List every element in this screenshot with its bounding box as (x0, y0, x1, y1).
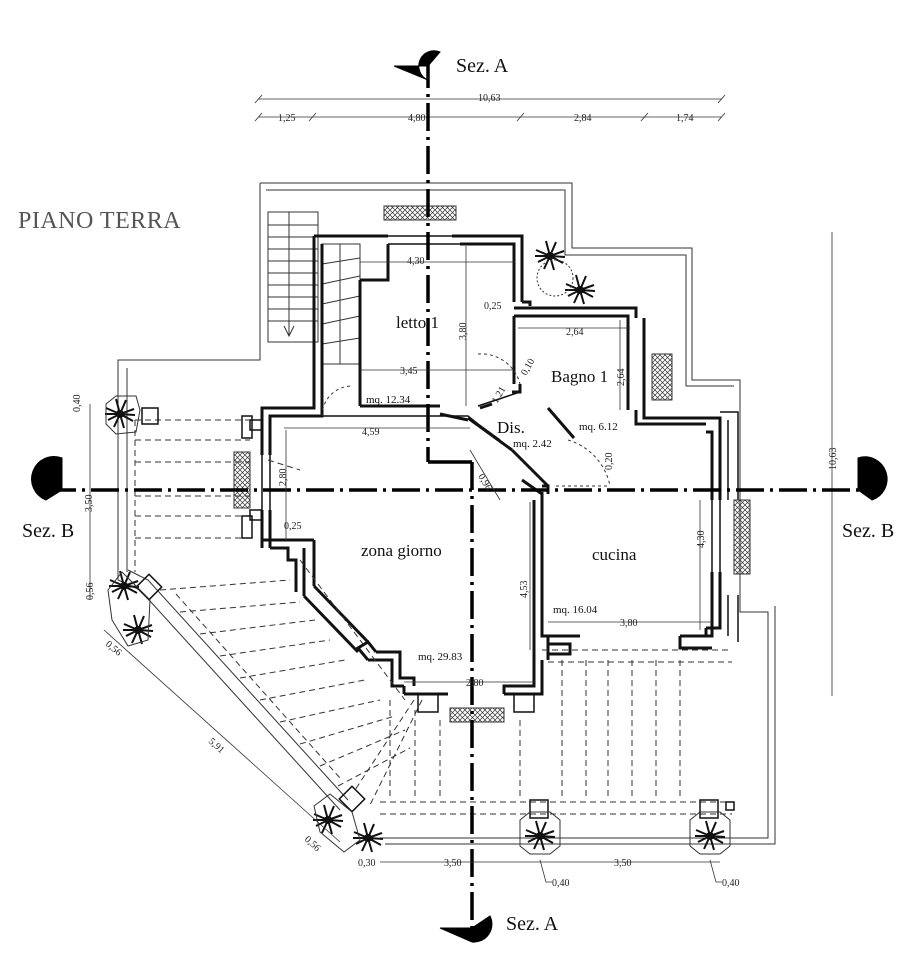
room-letto-area: mq. 12.34 (366, 394, 411, 406)
dim-zona-depth: 4,53 (519, 581, 530, 599)
door-swings (321, 353, 611, 487)
section-b-right-label: Sez. B (842, 520, 894, 542)
plant-icon (564, 274, 596, 305)
dim-wall-025-left: 0,25 (284, 521, 302, 532)
dim-bottom-350-a: 3,50 (444, 858, 462, 869)
dim-bottom-040-a: 0,40 (552, 878, 570, 889)
room-labels: letto 1 mq. 12.34 Bagno 1 mq. 6.12 Dis. … (361, 313, 637, 663)
plant-icon (104, 398, 136, 429)
dim-bottom-350-b: 3,50 (614, 858, 632, 869)
dim-diag-056-b: 0,56 (302, 834, 322, 854)
room-cucina-name: cucina (592, 545, 637, 564)
room-bagno-area: mq. 6.12 (579, 421, 618, 433)
section-axes (31, 50, 888, 943)
section-a-bottom-label: Sez. A (506, 913, 559, 935)
dim-left-056: 0,56 (85, 583, 96, 601)
dim-overall-top: 10,63 (478, 93, 501, 104)
pergola (134, 419, 732, 815)
dim-dis-020: 0,20 (604, 453, 615, 471)
dim-zona-bottom: 2,80 (466, 678, 484, 689)
dim-bottom-030: 0,30 (358, 858, 376, 869)
terrace-outline (117, 182, 776, 845)
plant-icon (108, 570, 140, 601)
plan-title: PIANO TERRA (18, 208, 181, 234)
room-zona-giorno-area: mq. 29.83 (418, 651, 463, 663)
room-letto-name: letto 1 (396, 313, 439, 332)
dim-top-seg-2: 4,80 (408, 113, 426, 124)
dim-bagno-010: 0,10 (519, 357, 537, 378)
room-dis-area: mq. 2.42 (513, 438, 552, 450)
dim-left-350: 3,50 (84, 495, 95, 513)
interior-dimension-lines (89, 246, 720, 863)
dim-cucina-width: 3,80 (620, 618, 638, 629)
dim-bagno-width: 2,64 (566, 327, 584, 338)
plant-icon (352, 822, 384, 853)
window-south (449, 707, 505, 723)
dimension-labels: 4,30 3,80 3,45 0,25 2,64 2,64 0,10 1,21 … (72, 256, 740, 889)
dim-cucina-depth: 4,30 (696, 531, 707, 549)
window-bagno (651, 353, 673, 401)
dim-corridor: 4,59 (362, 427, 380, 438)
dim-top-seg-4: 1,74 (676, 113, 694, 124)
dim-wall-280-left: 2,80 (278, 469, 289, 487)
right-dimension-line: 10,63 (828, 232, 839, 696)
dim-wall-025-top: 0,25 (484, 301, 502, 312)
window-west (233, 451, 251, 509)
dim-diag-056-a: 0,56 (103, 639, 123, 659)
top-dimension-chain: 10,63 1,25 4,80 2,84 1,74 (254, 93, 726, 124)
dim-top-seg-1: 1,25 (278, 113, 296, 124)
dim-top-seg-3: 2,84 (574, 113, 592, 124)
plant-icon (534, 240, 566, 271)
pillars (135, 407, 735, 819)
section-a-top-label: Sez. A (456, 55, 509, 77)
dim-letto-depth: 3,80 (458, 323, 469, 341)
window-cucina (733, 499, 751, 575)
building-walls (249, 234, 739, 696)
dim-diag-591: 5,91 (206, 736, 226, 756)
dim-letto-width: 4,30 (407, 256, 425, 267)
window-north (383, 205, 457, 221)
section-b-left-label: Sez. B (22, 520, 74, 542)
dim-bagno-height: 2,64 (616, 369, 627, 387)
plants (104, 240, 731, 855)
room-dis-name: Dis. (497, 418, 525, 437)
room-zona-giorno-name: zona giorno (361, 541, 442, 560)
windows (233, 205, 751, 723)
dim-letto-inner: 3,45 (400, 366, 418, 377)
dim-left-040: 0,40 (72, 395, 83, 413)
plant-icon (524, 820, 556, 851)
plant-icon (694, 820, 726, 851)
room-cucina-area: mq. 16.04 (553, 604, 598, 616)
dim-dis-121: 1,21 (490, 385, 508, 406)
room-bagno-name: Bagno 1 (551, 367, 608, 386)
dim-right-overall: 10,63 (828, 448, 839, 471)
dim-bottom-040-b: 0,40 (722, 878, 740, 889)
